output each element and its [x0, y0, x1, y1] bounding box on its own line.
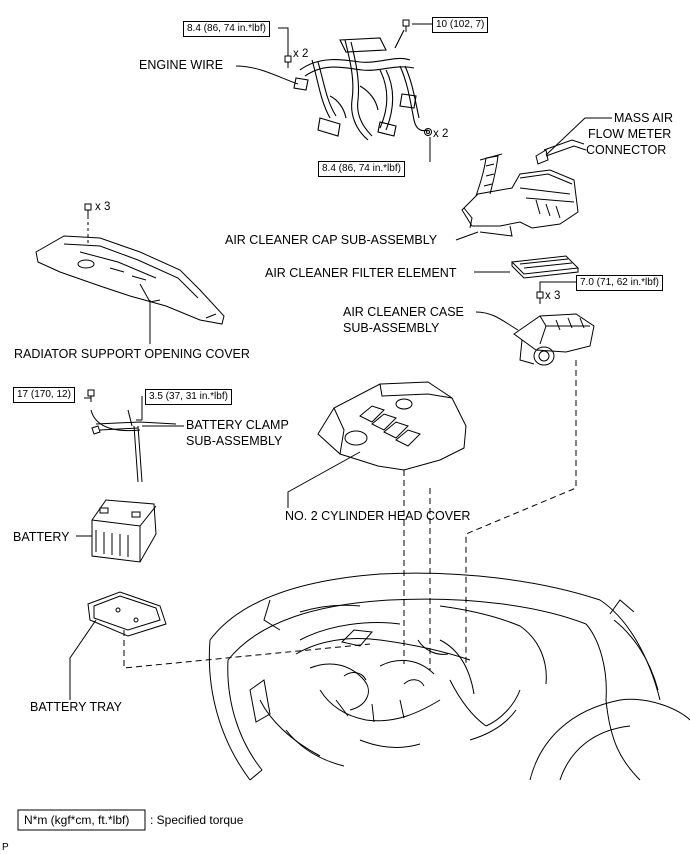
torque-wire-top-right: 10 (102, 7): [432, 17, 489, 33]
case-bolt: [536, 291, 544, 304]
label-cylinder-head-cover: NO. 2 CYLINDER HEAD COVER: [285, 509, 471, 523]
torque-case: 7.0 (71, 62 in.*lbf): [576, 275, 663, 291]
label-mass-air-flow-1: MASS AIR: [614, 111, 674, 125]
leader-case-torque: [539, 281, 576, 292]
label-air-cleaner-case-1: AIR CLEANER CASE: [343, 305, 464, 319]
air-cleaner-cap: [461, 153, 579, 237]
legend-unit: N*m (kgf*cm, ft.*lbf): [24, 813, 130, 827]
legend-text: : Specified torque: [150, 813, 244, 827]
engine-wire-harness: [293, 29, 429, 141]
battery: [91, 499, 157, 563]
torque-wire-lower: 8.4 (86, 74 in.*lbf): [318, 161, 405, 177]
battery-clamp: [84, 389, 177, 483]
torque-wire-upper: 8.4 (86, 74 in.*lbf): [183, 21, 270, 37]
label-radiator-cover: RADIATOR SUPPORT OPENING COVER: [14, 347, 250, 361]
multiplier-wire-lower: x 2: [433, 128, 449, 140]
leader-wire-upper: [278, 27, 289, 56]
leader-cap: [455, 231, 479, 241]
legend-box: [17, 809, 146, 831]
label-battery-tray: BATTERY TRAY: [30, 700, 122, 714]
label-battery-clamp-1: BATTERY CLAMP: [186, 418, 289, 432]
leader-tray: [69, 619, 97, 700]
radiator-support-cover: [35, 203, 225, 325]
label-engine-wire: ENGINE WIRE: [139, 58, 224, 72]
multiplier-case: x 3: [545, 290, 561, 302]
leader-case: [475, 311, 519, 331]
label-air-cleaner-cap: AIR CLEANER CAP SUB-ASSEMBLY: [225, 233, 438, 247]
label-air-cleaner-filter: AIR CLEANER FILTER ELEMENT: [265, 266, 457, 280]
corner-mark: P: [2, 842, 9, 853]
multiplier-cover: x 3: [95, 201, 111, 213]
label-mass-air-flow-3: CONNECTOR: [586, 143, 667, 157]
label-battery: BATTERY: [13, 530, 70, 544]
label-air-cleaner-case-2: SUB-ASSEMBLY: [343, 321, 440, 335]
label-battery-clamp-2: SUB-ASSEMBLY: [186, 434, 283, 448]
mass-air-flow-connector: [535, 117, 612, 165]
leader-engine-wire: [235, 65, 299, 85]
multiplier-wire-upper: x 2: [293, 48, 309, 60]
air-cleaner-filter: [510, 255, 580, 279]
torque-clamp-right: 3.5 (37, 31 in.*lbf): [145, 389, 232, 405]
battery-tray: [87, 591, 167, 637]
vehicle-body: [208, 572, 690, 781]
leader-head-cover: [287, 451, 361, 508]
air-cleaner-case: [513, 313, 595, 366]
label-mass-air-flow-2: FLOW METER: [588, 127, 672, 141]
torque-clamp-left: 17 (170, 12): [13, 387, 75, 403]
cylinder-head-cover: [317, 381, 467, 471]
